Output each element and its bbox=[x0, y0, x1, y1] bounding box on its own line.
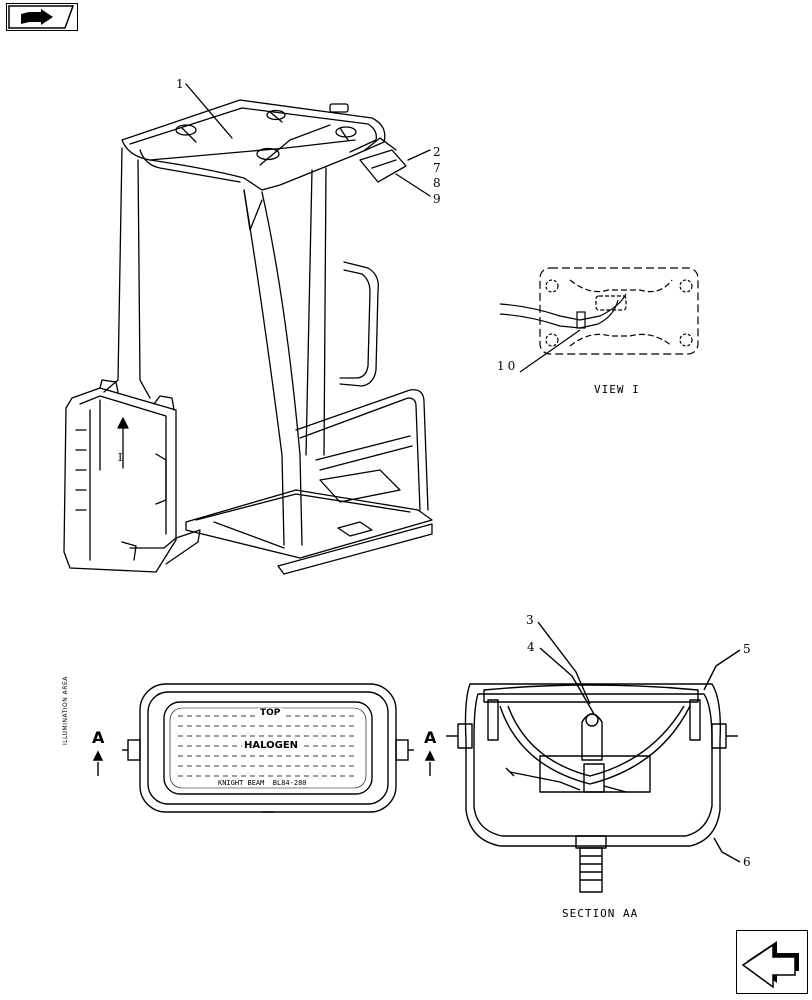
prev-page-button[interactable] bbox=[6, 3, 78, 31]
lamp-halogen-label: HALOGEN bbox=[242, 740, 301, 751]
callout-8: 8 bbox=[433, 176, 441, 190]
callout-3: 3 bbox=[526, 613, 534, 627]
callout-9: 9 bbox=[433, 192, 441, 206]
view-i-detail bbox=[499, 267, 699, 373]
view-i-caption: VIEW I bbox=[594, 383, 640, 396]
callout-6: 6 bbox=[743, 855, 751, 869]
callout-1: 1 bbox=[176, 77, 184, 91]
section-marker-left: A bbox=[92, 728, 105, 747]
section-aa-caption: SECTION AA bbox=[562, 907, 639, 920]
callout-2: 2 bbox=[433, 145, 441, 159]
book-arrow-icon bbox=[8, 5, 75, 29]
callout-7: 7 bbox=[433, 161, 441, 175]
view-i-marker: I bbox=[118, 451, 123, 464]
section-marker-right: A bbox=[424, 728, 437, 747]
rops-frame-drawing bbox=[63, 83, 433, 575]
callout-10: 10 bbox=[497, 359, 519, 373]
lamp-brand-label: KNIGHT BEAM BL84-280 bbox=[216, 779, 309, 787]
next-page-arrow-icon bbox=[741, 941, 799, 989]
next-page-button[interactable] bbox=[736, 930, 808, 994]
lamp-side-label: ILLUMINATION AREA bbox=[62, 676, 69, 745]
lamp-top-label: TOP bbox=[258, 708, 283, 718]
callout-4: 4 bbox=[527, 640, 535, 654]
callout-5: 5 bbox=[743, 642, 751, 656]
